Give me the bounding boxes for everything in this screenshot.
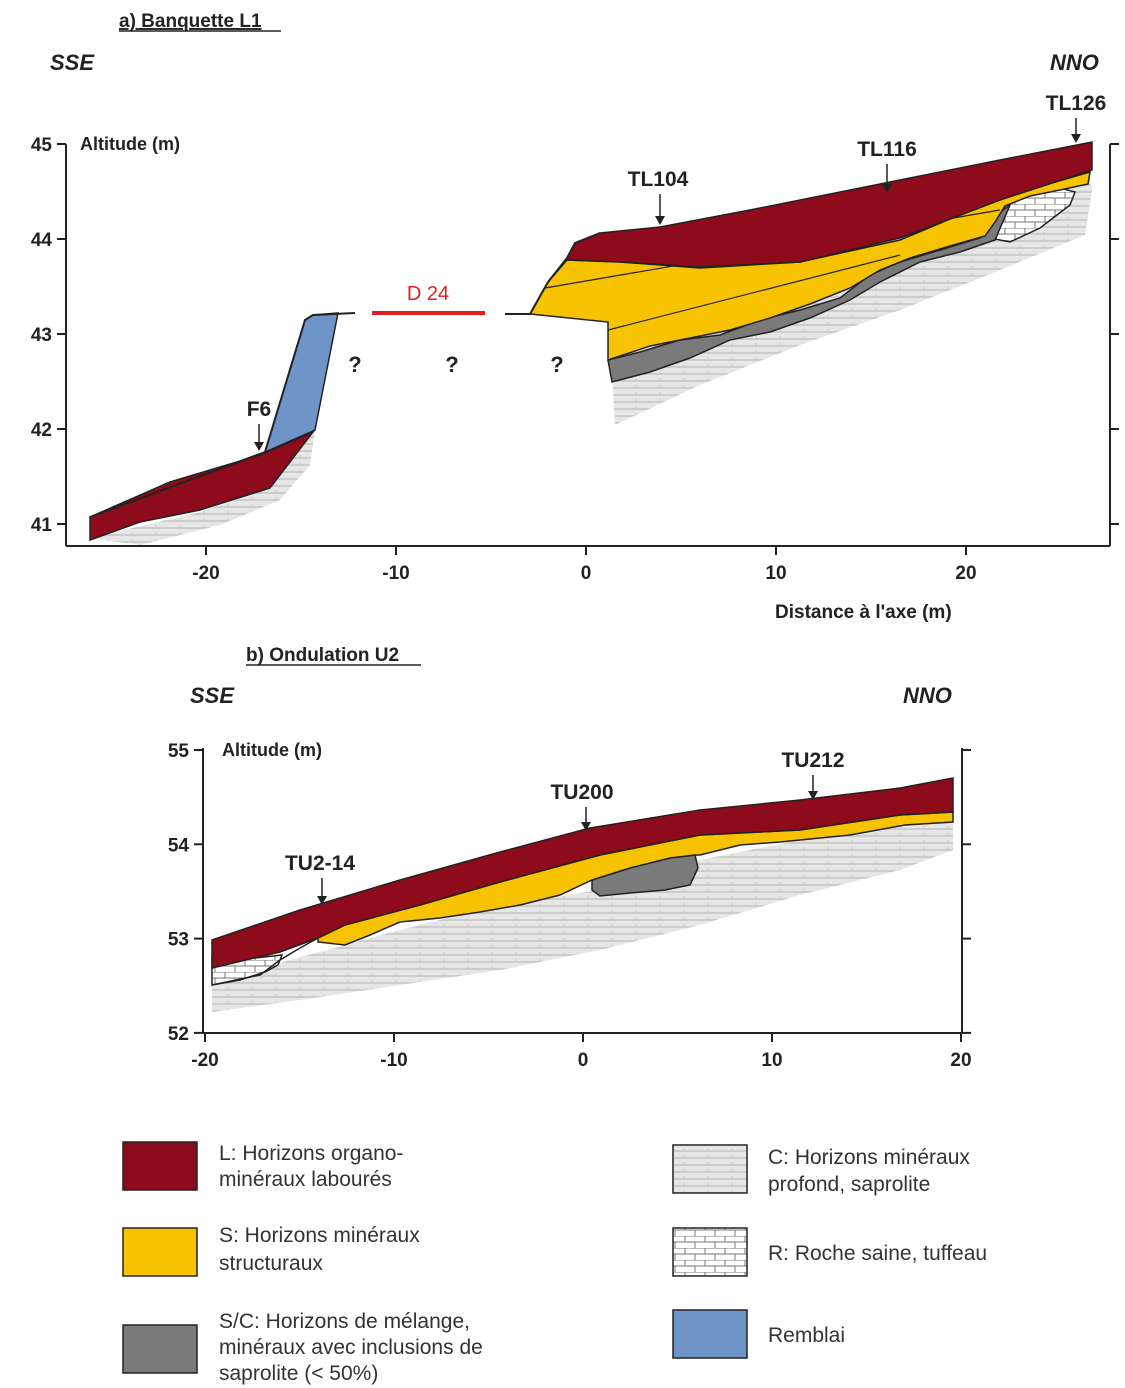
legend-labour-line2: minéraux labourés	[219, 1168, 392, 1191]
legend-item-tuffeau: R: Roche saine, tuffeau	[672, 1227, 987, 1277]
legend-saprolite-line1: C: Horizons minéraux	[768, 1146, 970, 1169]
panel-b-marker-tu212-arrowhead	[808, 791, 818, 800]
panel-b-marker-tu2-14-arrowhead	[317, 896, 327, 905]
panel-b-rock-line	[211, 937, 319, 986]
panel-a-soil-profile: D 24 ? ? ?	[89, 141, 1093, 545]
panel-a-unknown-2: ?	[445, 352, 458, 377]
panel-b-ytick-label: 55	[168, 741, 190, 762]
panel-a-marker-tl126-label: TL126	[1046, 92, 1107, 115]
panel-b-marker-tu212-label: TU212	[781, 749, 844, 772]
panel-a-marker-f6-arrowhead	[254, 442, 264, 451]
panel-b-marker-tu2-14: TU2-14	[285, 852, 355, 905]
panel-a-marker-tl104-arrowhead	[655, 216, 665, 225]
legend-mixing-line1: S/C: Horizons de mélange,	[219, 1310, 470, 1333]
panel-a-xtick-label: 10	[765, 563, 786, 584]
legend-item-structural: S: Horizons minéraux structuraux	[122, 1224, 420, 1277]
panel-b-ytick-label: 52	[168, 1024, 189, 1045]
panel-a-direction-right: NNO	[1050, 50, 1099, 75]
panel-a-ditch-label: D 24	[407, 283, 449, 305]
panel-b-xtick-label: 20	[950, 1050, 971, 1071]
panel-a-labour-left	[89, 430, 316, 542]
panel-b-marker-tu200-arrowhead	[581, 822, 591, 831]
panel-a-marker-f6-label: F6	[247, 398, 272, 421]
panel-b-marker-tu212: TU212	[781, 749, 845, 800]
panel-a-horizon-line-2	[607, 254, 901, 331]
panel-a-saprolite-left	[90, 430, 315, 545]
panel-a-ytick-label: 43	[31, 325, 52, 346]
panel-a-ytick-label: 44	[31, 230, 53, 251]
panel-a-marker-f6: F6	[247, 398, 272, 451]
panel-a-xtick-label: -10	[382, 563, 409, 584]
panel-b-soil-profile	[211, 777, 954, 1012]
panel-a-ytick-label: 41	[31, 515, 53, 536]
panel-b-direction-right: NNO	[903, 683, 952, 708]
panel-b-xtick-label: -10	[380, 1050, 407, 1071]
panel-a-xtick-label: 20	[955, 563, 976, 584]
panel-a-ytick-label: 45	[31, 135, 53, 156]
panel-b-direction-left: SSE	[190, 683, 235, 708]
panel-b-y-axis-label: Altitude (m)	[222, 740, 322, 760]
panel-a-marker-tl116-arrowhead	[882, 184, 892, 193]
panel-b-axes: 55 54 53 52 -20 -10 0 10 20	[168, 741, 972, 1071]
panel-b-xtick-label: -20	[191, 1050, 218, 1071]
legend: L: Horizons organo- minéraux labourés S:…	[122, 1141, 987, 1385]
legend-structural-line2: structuraux	[219, 1252, 323, 1275]
panel-a-axes: 45 44 43 42 41 -20 -10 0 10 20	[31, 135, 1119, 584]
legend-item-remblai: Remblai	[672, 1309, 845, 1359]
panel-b: b) Ondulation U2 SSE NNO 55 54 53 52 -20 -10…	[168, 645, 972, 1071]
panel-a-marker-tl116: TL116	[857, 138, 917, 193]
panel-b-marker-tu2-14-label: TU2-14	[285, 852, 355, 875]
panel-a-xtick-label: -20	[192, 563, 219, 584]
panel-a-marker-tl126: TL126	[1046, 92, 1107, 143]
legend-labour-line1: L: Horizons organo-	[219, 1142, 403, 1165]
panel-b-saprolite	[212, 818, 953, 1012]
panel-b-xtick-label: 10	[761, 1050, 782, 1071]
panel-a-direction-left: SSE	[50, 50, 95, 75]
panel-a-unknown-1: ?	[348, 352, 361, 377]
panel-a-labour-right	[566, 141, 1093, 268]
panel-a-title: a) Banquette L1	[119, 11, 262, 32]
panel-a-xtick-label: 0	[581, 563, 592, 584]
panel-a-x-axis-label: Distance à l'axe (m)	[775, 602, 952, 623]
panel-a-marker-tl116-label: TL116	[857, 138, 917, 161]
legend-item-saprolite: C: Horizons minéraux profond, saprolite	[672, 1144, 970, 1196]
legend-item-mixing: S/C: Horizons de mélange, minéraux avec …	[122, 1310, 483, 1385]
panel-b-marker-tu200-label: TU200	[550, 781, 613, 804]
legend-mixing-line3: saprolite (< 50%)	[219, 1362, 378, 1385]
panel-a-marker-tl104-label: TL104	[628, 168, 689, 191]
panel-b-xtick-label: 0	[578, 1050, 589, 1071]
legend-swatch-structural	[122, 1227, 198, 1277]
legend-tuffeau-line1: R: Roche saine, tuffeau	[768, 1242, 987, 1265]
legend-saprolite-line2: profond, saprolite	[768, 1173, 930, 1196]
panel-a-ground-surface-2	[505, 232, 601, 315]
legend-swatch-labour	[122, 1141, 198, 1191]
legend-mixing-line2: minéraux avec inclusions de	[219, 1336, 483, 1359]
panel-a-y-axis-label: Altitude (m)	[80, 134, 180, 154]
panel-a-marker-tl104: TL104	[628, 168, 689, 225]
panel-a-unknown-3: ?	[550, 352, 563, 377]
panel-a: a) Banquette L1 SSE NNO	[31, 11, 1119, 623]
legend-structural-line1: S: Horizons minéraux	[219, 1224, 420, 1247]
panel-a-ground-surface	[89, 312, 356, 518]
panel-a-ytick-label: 42	[31, 420, 52, 441]
legend-swatch-tuffeau	[672, 1227, 748, 1277]
legend-item-labour: L: Horizons organo- minéraux labourés	[122, 1141, 403, 1191]
panel-a-marker-tl126-arrowhead	[1071, 134, 1081, 143]
legend-swatch-saprolite	[672, 1144, 748, 1194]
panel-b-ytick-label: 54	[168, 835, 190, 856]
legend-swatch-mixing	[122, 1324, 198, 1374]
panel-b-ytick-label: 53	[168, 930, 189, 951]
panel-b-labour	[211, 777, 954, 969]
legend-remblai-line1: Remblai	[768, 1324, 845, 1347]
panel-b-marker-tu200: TU200	[550, 781, 614, 831]
panel-b-title: b) Ondulation U2	[246, 645, 399, 666]
legend-swatch-remblai	[672, 1309, 748, 1359]
